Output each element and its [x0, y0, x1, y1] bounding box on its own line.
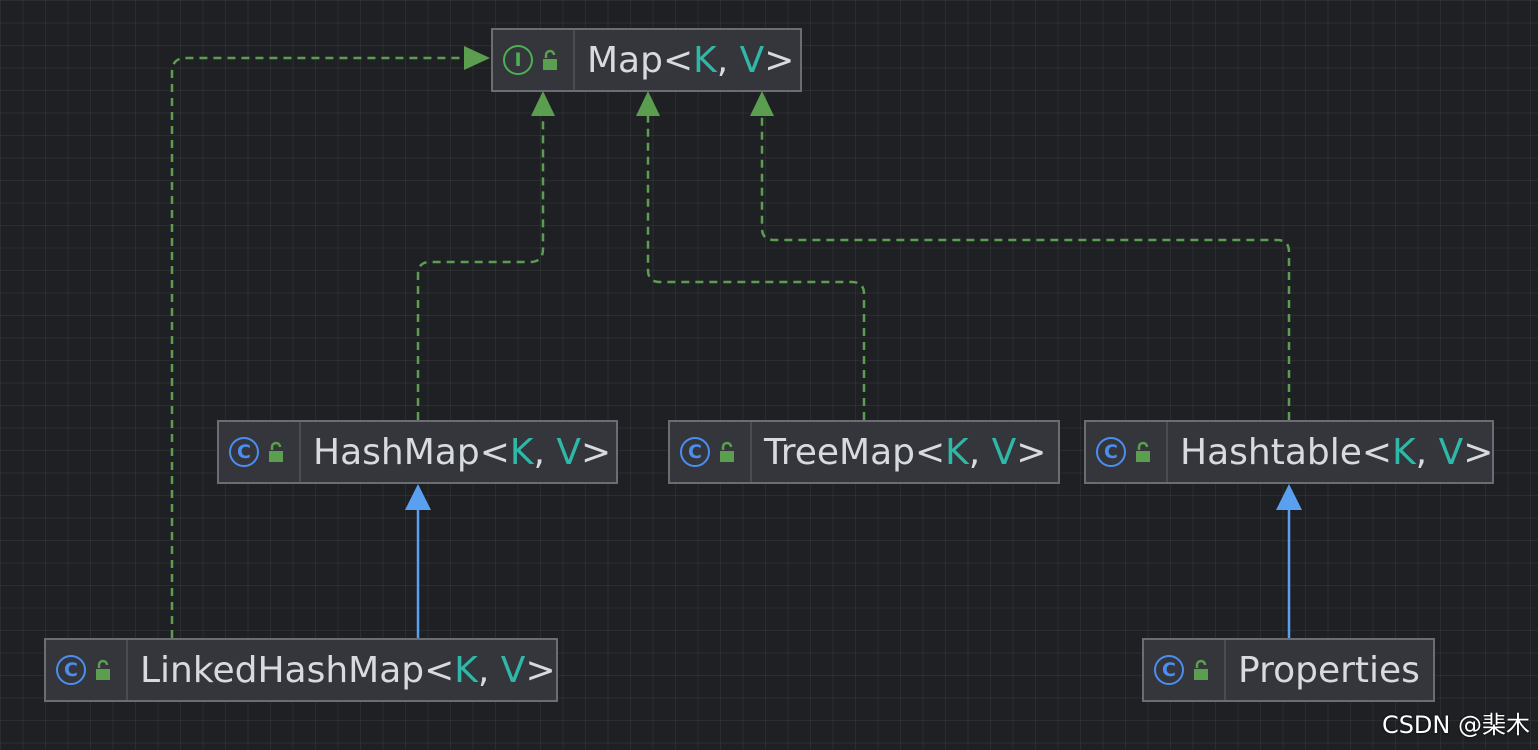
type-param-v: V	[991, 431, 1017, 473]
node-linkedhashmap-label: LinkedHashMap<K, V>	[128, 650, 572, 691]
type-open: <	[1361, 431, 1393, 473]
edge-treemap-arrowhead	[636, 91, 660, 116]
node-map-label: Map<K, V>	[575, 40, 810, 81]
edge-hashmap-implements-map	[416, 116, 545, 420]
interface-i-icon: I	[503, 45, 533, 75]
class-name: TreeMap	[764, 431, 915, 473]
type-open: <	[479, 431, 510, 473]
node-properties[interactable]: C Properties	[1142, 638, 1435, 702]
class-name: Hashtable	[1180, 431, 1362, 473]
type-param-v: V	[1438, 431, 1464, 473]
node-linkedhashmap-icons: C	[46, 640, 128, 700]
class-c-icon: C	[1154, 655, 1184, 685]
type-param-k: K	[945, 431, 969, 473]
edge-treemap-implements-map	[646, 116, 866, 420]
node-linkedhashmap[interactable]: C LinkedHashMap<K, V>	[44, 638, 558, 702]
node-treemap-icons: C	[670, 422, 752, 482]
node-properties-icons: C	[1144, 640, 1226, 700]
class-name: LinkedHashMap	[140, 649, 425, 691]
edge-properties-extends-arrowhead	[1276, 484, 1302, 510]
node-hashmap[interactable]: C HashMap<K, V>	[217, 420, 618, 484]
node-map[interactable]: I Map<K, V>	[491, 28, 802, 92]
node-treemap-label: TreeMap<K, V>	[752, 432, 1062, 473]
node-map-icons: I	[493, 30, 575, 90]
type-separator: ,	[968, 431, 992, 473]
node-hashmap-label: HashMap<K, V>	[301, 432, 627, 473]
type-separator: ,	[1415, 431, 1439, 473]
public-lock-icon	[267, 440, 285, 464]
class-c-icon: C	[1096, 437, 1126, 467]
type-open: <	[424, 649, 455, 691]
class-name: HashMap	[313, 431, 480, 473]
type-separator: ,	[477, 649, 501, 691]
node-treemap[interactable]: C TreeMap<K, V>	[668, 420, 1060, 484]
type-param-v: V	[739, 39, 765, 81]
public-lock-icon	[718, 440, 736, 464]
type-separator: ,	[716, 39, 740, 81]
edge-linkedhashmap-implements-map	[170, 56, 474, 638]
node-hashtable-icons: C	[1086, 422, 1168, 482]
public-lock-icon	[541, 48, 559, 72]
type-param-v: V	[500, 649, 526, 691]
type-param-k: K	[509, 431, 534, 473]
edge-linkedhashmap-arrowhead	[464, 46, 490, 70]
edge-linkedhashmap-extends-arrowhead	[405, 484, 431, 510]
type-open: <	[662, 39, 694, 81]
edge-hashmap-arrowhead	[531, 91, 555, 116]
type-close: >	[1016, 431, 1047, 473]
class-c-icon: C	[680, 437, 710, 467]
type-close: >	[764, 39, 795, 81]
type-param-v: V	[556, 431, 581, 473]
node-hashmap-icons: C	[219, 422, 301, 482]
public-lock-icon	[1134, 440, 1152, 464]
type-param-k: K	[693, 39, 717, 81]
type-close: >	[1463, 431, 1494, 473]
node-hashtable[interactable]: C Hashtable<K, V>	[1084, 420, 1494, 484]
class-c-icon: C	[56, 655, 86, 685]
class-name: Properties	[1238, 649, 1420, 691]
type-param-k: K	[1392, 431, 1416, 473]
class-name: Map	[587, 39, 663, 81]
public-lock-icon	[94, 658, 112, 682]
type-separator: ,	[533, 431, 557, 473]
node-properties-label: Properties	[1226, 650, 1436, 691]
class-c-icon: C	[229, 437, 259, 467]
watermark-text: CSDN @棐木	[1381, 711, 1530, 739]
edge-hashtable-implements-map	[760, 116, 1291, 420]
node-hashtable-label: Hashtable<K, V>	[1168, 432, 1509, 473]
type-close: >	[525, 649, 556, 691]
type-param-k: K	[454, 649, 478, 691]
type-close: >	[581, 431, 612, 473]
public-lock-icon	[1192, 658, 1210, 682]
edge-hashtable-arrowhead	[750, 91, 774, 116]
type-open: <	[914, 431, 946, 473]
